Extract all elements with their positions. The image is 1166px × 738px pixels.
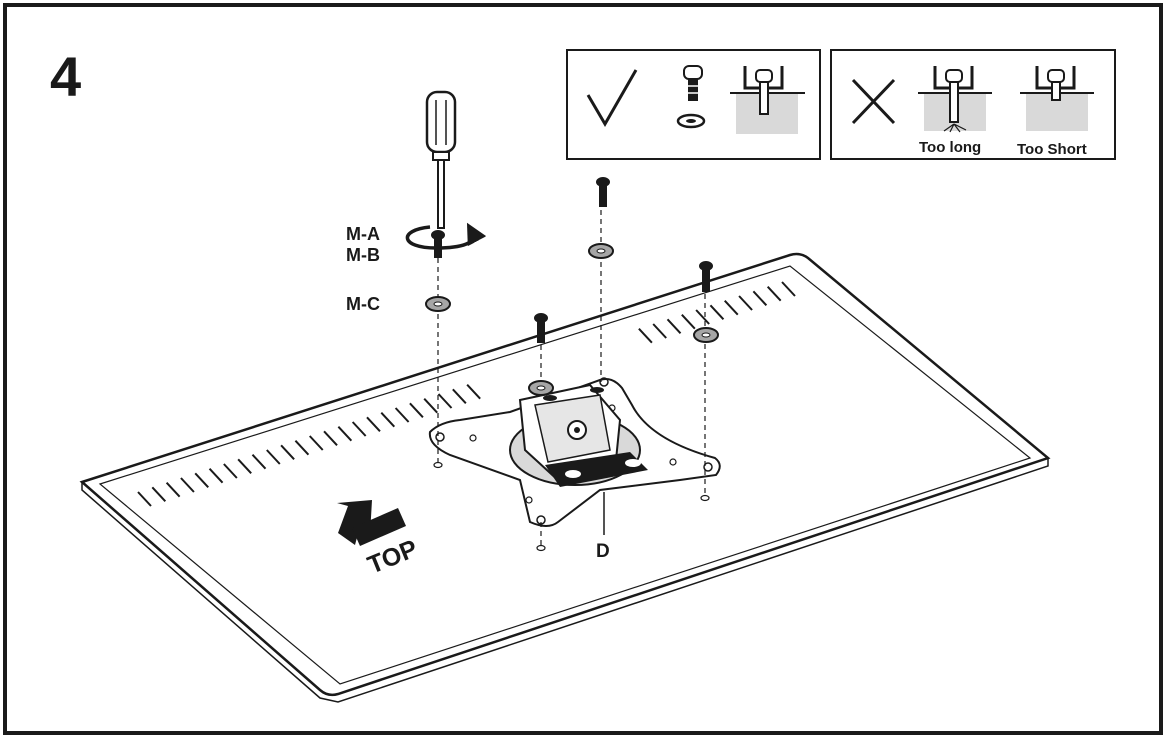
vent-slot [738,295,753,311]
vent-slot [137,491,152,507]
vent-slot [709,304,725,321]
screw-set [425,177,719,396]
wrong-fit-panel: Too long Too Short [830,49,1116,160]
vent-slot [180,477,195,493]
vent-slot [752,290,768,307]
label-m-b: M-B [346,245,380,265]
too-short-screw-icon [1020,66,1094,131]
label-m-a: M-A [346,224,380,244]
vent-slot [366,416,381,433]
vent-slot [724,299,739,316]
vent-slot [251,453,267,470]
vent-slot [208,467,224,484]
washer-center [528,380,554,396]
vent-slot [351,421,367,437]
vent-slot [165,481,181,498]
ventilation-slots [137,281,796,507]
vent-slot [337,425,353,442]
rotate-clockwise-icon [405,222,487,250]
vent-slot [666,318,682,335]
too-short-label: Too Short [1017,141,1087,158]
screwdriver-icon [425,90,457,229]
screw-upper-right [596,177,610,207]
vent-slot [781,281,796,297]
top-direction-arrow [337,500,406,546]
step-number: 4 [50,45,81,108]
screw-hole-markers [433,461,710,552]
vent-slot [394,407,410,423]
washer-icon [676,113,706,129]
vent-slot [409,402,424,419]
screw-right [699,261,713,292]
tilt-mount-mechanism [509,383,648,487]
vent-slot [237,458,252,475]
too-long-screw-icon [918,66,992,133]
screw-icon [683,65,703,101]
screw-m-a [431,230,445,258]
vent-slot [423,397,438,414]
vent-slot [437,393,453,409]
vent-slot [766,285,782,302]
vent-slot [323,430,338,447]
vent-slot [695,309,710,325]
correct-fit-panel [566,49,821,160]
vent-slot [466,383,481,400]
vent-slot [194,472,209,489]
label-m-c: M-C [346,294,380,314]
vent-slot [681,313,696,330]
vent-slot [294,439,310,456]
label-d: D [596,541,610,562]
alignment-guide-lines [437,210,706,545]
vent-slot [452,388,467,405]
too-long-label: Too long [919,139,981,156]
vent-slot [223,463,238,479]
washer-m-c [425,296,451,312]
x-mark-icon [851,78,896,125]
correct-depth-icon [730,66,805,134]
vent-slot [638,327,653,344]
vent-slot [280,444,295,461]
check-mark-icon [586,69,638,127]
vent-slot [380,411,396,428]
vent-slot [309,435,324,451]
screw-center [534,313,548,343]
vent-slot [266,449,281,465]
vent-slot [151,486,167,503]
washer-upper-right [588,243,614,259]
page-border [3,3,1163,735]
washer-right [693,327,719,343]
vent-slot [652,323,667,339]
